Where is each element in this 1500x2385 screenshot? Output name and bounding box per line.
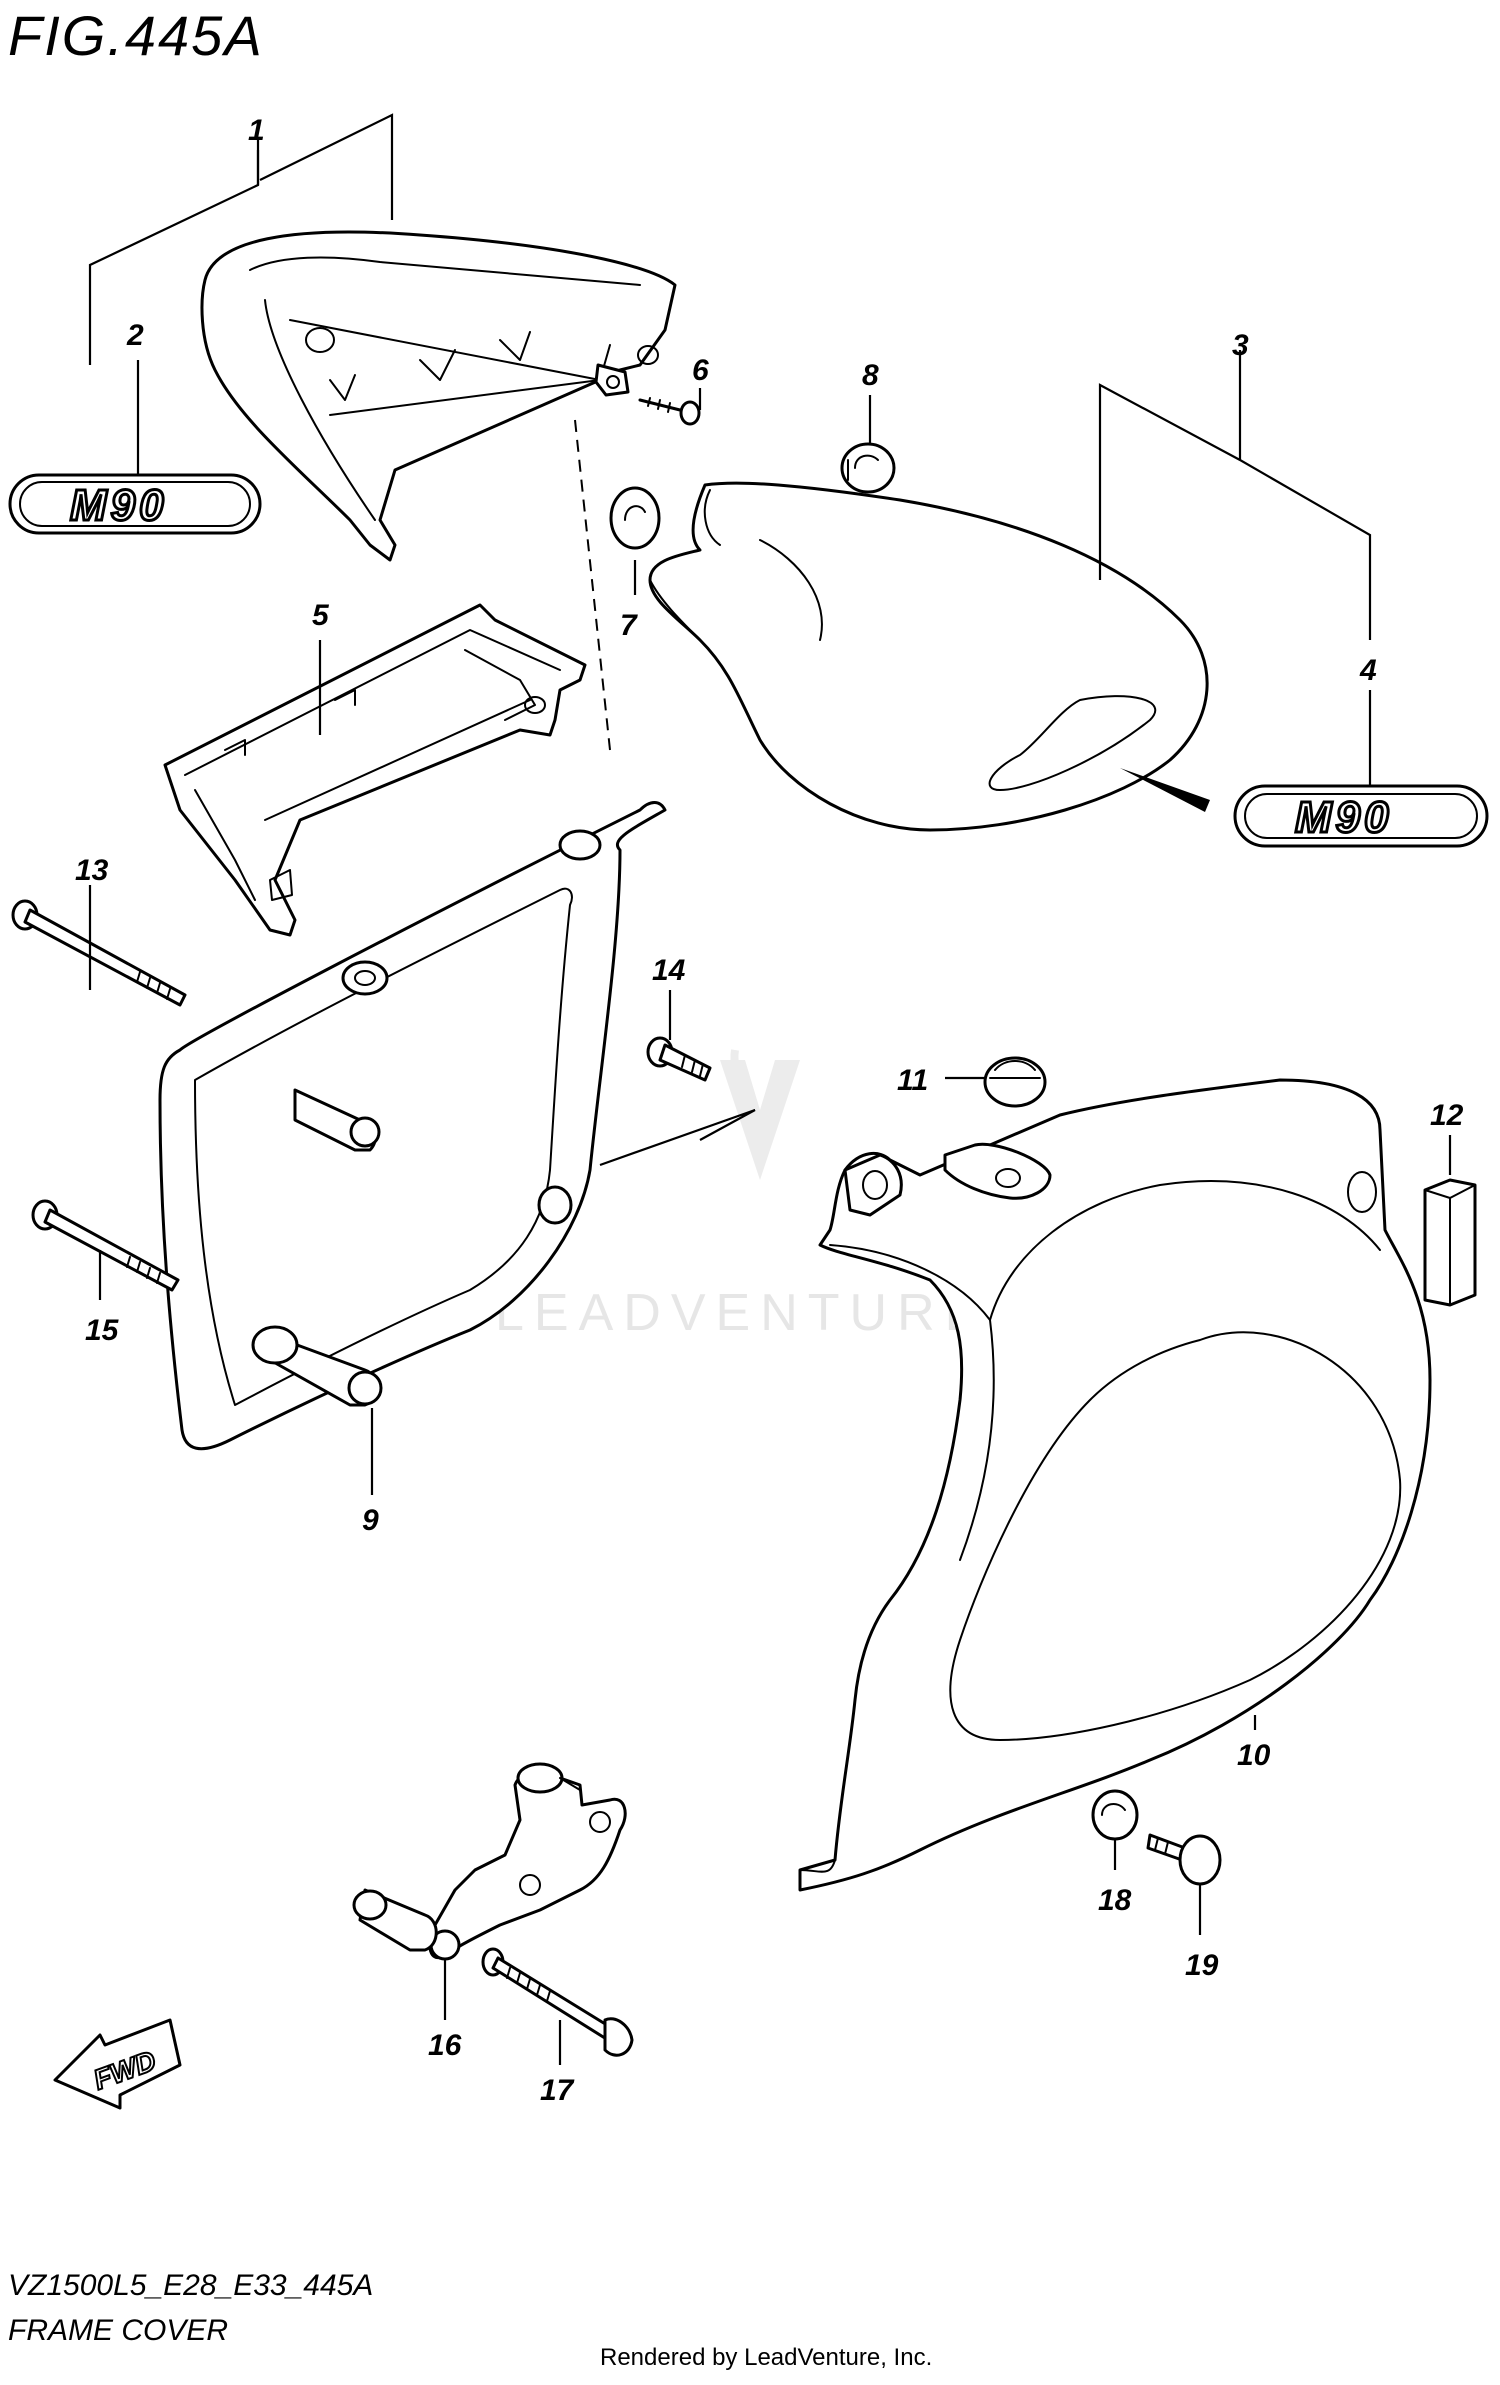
part-9-frame-panel[interactable] [158,801,667,1451]
callout-7[interactable]: 7 [620,609,638,642]
part-4-emblem-badge[interactable]: M90 [1233,784,1489,848]
part-15-bolt[interactable] [31,1199,180,1292]
callout-10[interactable]: 10 [1237,1739,1271,1772]
part-5-bracket[interactable] [163,603,587,937]
emblem-text-left: M90 [70,481,168,530]
part-2-emblem-badge[interactable]: M90 [8,473,262,535]
callout-19[interactable]: 19 [1185,1949,1219,1982]
part-14-bolt[interactable] [646,1036,712,1082]
part-16-bracket[interactable] [352,1762,627,1961]
part-3-side-cover-right[interactable] [648,481,1209,832]
part-13-bolt[interactable] [11,899,187,1007]
part-8-grommet[interactable] [840,442,896,494]
callout-9[interactable]: 9 [362,1504,379,1537]
callout-4[interactable]: 4 [1359,654,1377,687]
part-12-pad[interactable] [1423,1178,1477,1307]
pointer-arrow [1120,768,1210,812]
callout-14[interactable]: 14 [652,954,686,987]
callout-3[interactable]: 3 [1232,329,1249,362]
part-7-grommet[interactable] [609,486,661,550]
render-credit: Rendered by LeadVenture, Inc. [600,2344,932,2371]
section-title: FRAME COVER [8,2314,228,2347]
part-17-bolt[interactable] [481,1947,634,2057]
callout-6[interactable]: 6 [692,354,709,387]
callout-8[interactable]: 8 [862,359,879,392]
dashed-guide-line [574,419,611,751]
callout-16[interactable]: 16 [428,2029,462,2062]
part-6-screw[interactable] [638,397,701,426]
callout-12[interactable]: 12 [1430,1099,1464,1132]
assembly-guide-line [599,1108,756,1167]
part-1-side-cover-upper[interactable] [200,230,677,562]
part-18-grommet[interactable] [1091,1789,1139,1841]
callout-1[interactable]: 1 [248,114,265,147]
callout-5[interactable]: 5 [312,599,330,632]
part-19-fastener[interactable] [1146,1833,1222,1886]
drawing-code: VZ1500L5_E28_E33_445A [8,2269,373,2302]
watermark-text: LEADVENTURE [495,1284,989,1342]
part-10-lower-cover[interactable] [798,1078,1432,1892]
watermark: LEADVENTURE [495,1049,989,1342]
part-11-grommet[interactable] [983,1056,1047,1108]
fwd-direction-arrow: FWD [53,2018,182,2110]
callout-labels: 1 2 3 4 5 6 7 8 9 10 11 12 13 14 15 16 1… [75,114,1464,2107]
callout-15[interactable]: 15 [85,1314,120,1347]
emblem-text-right: M90 [1295,793,1393,842]
callout-13[interactable]: 13 [75,854,109,887]
callout-17[interactable]: 17 [540,2074,575,2107]
leader-lines [88,113,1452,2065]
callout-18[interactable]: 18 [1098,1884,1132,1917]
callout-11[interactable]: 11 [897,1064,928,1097]
figure-title: FIG.445A [8,4,264,67]
callout-2[interactable]: 2 [126,319,144,352]
